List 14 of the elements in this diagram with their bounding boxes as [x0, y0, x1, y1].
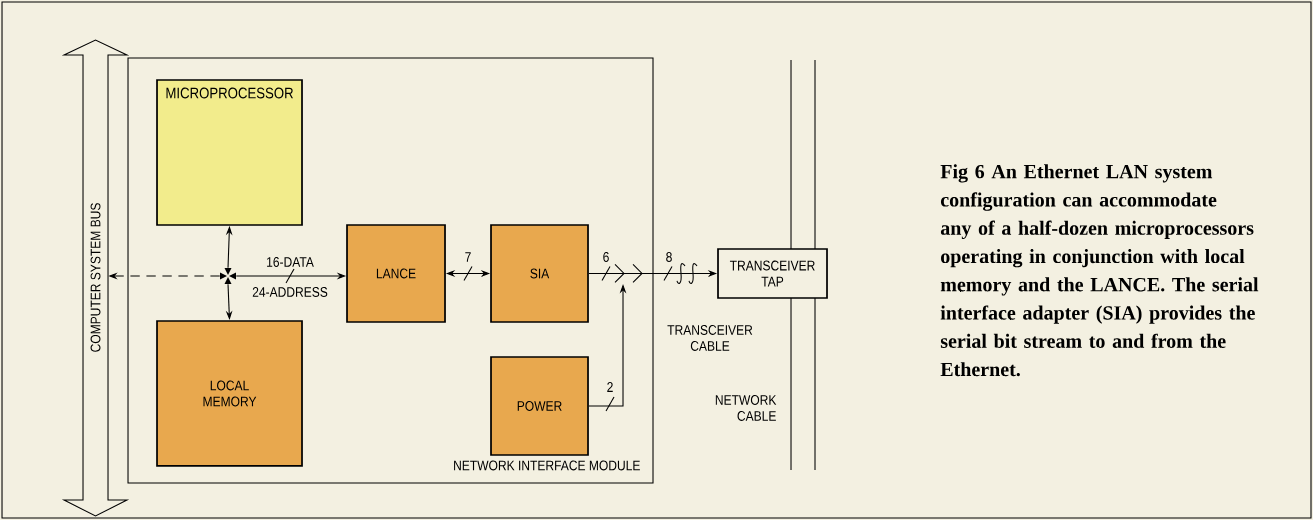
edge-label: 2: [605, 380, 615, 394]
tap-box: TRANSCEIVER TAP: [717, 248, 828, 299]
label-text: TRANSCEIVER CABLE: [660, 323, 760, 353]
processor-box: MICROPROCESSOR: [156, 79, 303, 226]
edge-label: 7: [463, 250, 473, 264]
power-box: POWER: [490, 356, 589, 456]
memory-box: LOCAL MEMORY: [156, 320, 303, 467]
figure-caption: Fig 6 An Ethernet LAN system configuration can accommodate any of a half-dozen microprocessors operating in conjunction with local memory and the LANCE. The serial interface adapter (SIA) provides the serial bit stream to and from the Ethernet.: [940, 164, 1259, 377]
junction-point: [220, 268, 236, 284]
controller-box: LANCE: [346, 224, 446, 323]
cable-label: NETWORK CABLE: [715, 395, 777, 421]
edge-label: 6: [601, 250, 611, 264]
adapter-box: SIA: [490, 224, 589, 323]
label-text: 8: [664, 250, 674, 264]
